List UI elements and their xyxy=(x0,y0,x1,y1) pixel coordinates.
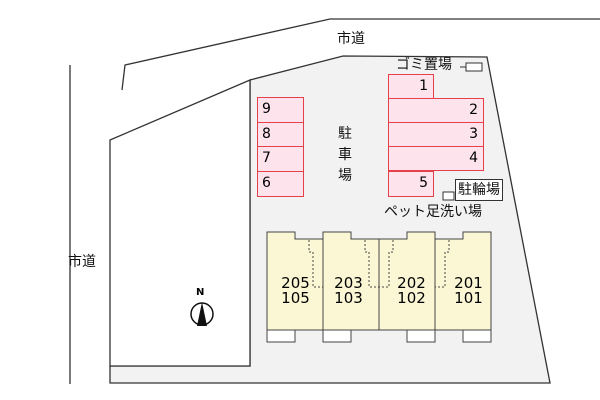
compass-icon xyxy=(190,302,214,326)
unit-upper: 202 xyxy=(397,274,426,292)
parking-space-6: 6 xyxy=(257,171,304,197)
compass-north-label: N xyxy=(196,287,205,298)
road-label-top: 市道 xyxy=(337,31,365,47)
unit-lower: 101 xyxy=(454,289,483,307)
unit-lower: 102 xyxy=(397,289,426,307)
neighbor-plot xyxy=(109,79,251,367)
unit-lower: 103 xyxy=(334,289,363,307)
garbage-area-label: ゴミ置場 xyxy=(396,57,452,73)
road-label-left: 市道 xyxy=(68,254,96,270)
unit-upper: 203 xyxy=(334,274,363,292)
parking-space-4: 4 xyxy=(388,146,484,171)
bicycle-parking-label: 駐輪場 xyxy=(455,179,503,201)
pet-wash-label: ペット足洗い場 xyxy=(384,204,482,220)
parking-space-9: 9 xyxy=(257,97,304,123)
parking-space-1: 1 xyxy=(388,74,434,99)
unit-upper: 205 xyxy=(281,274,310,292)
parking-space-7: 7 xyxy=(257,146,304,172)
parking-space-5: 5 xyxy=(388,171,434,197)
parking-space-8: 8 xyxy=(257,122,304,147)
parking-space-2: 2 xyxy=(388,98,484,123)
parking-space-3: 3 xyxy=(388,122,484,147)
unit-upper: 201 xyxy=(454,274,483,292)
parking-label: 駐車場 xyxy=(338,126,352,184)
unit-lower: 105 xyxy=(281,289,310,307)
